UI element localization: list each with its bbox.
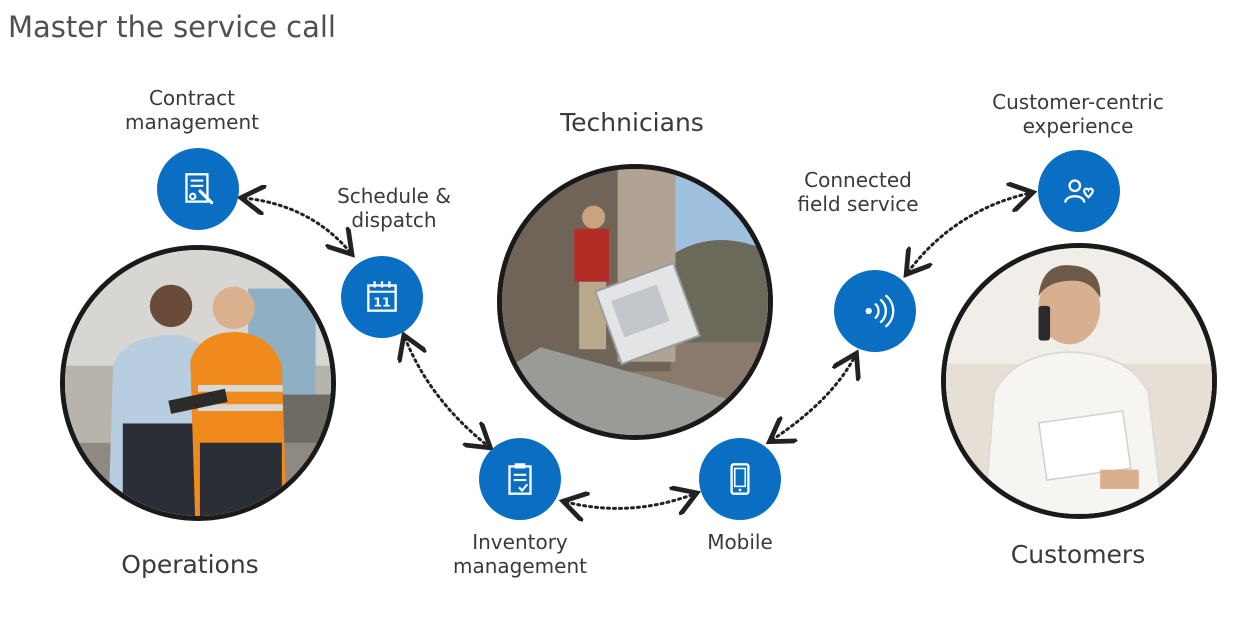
customer-centric-experience-node[interactable] xyxy=(1038,150,1120,232)
label-technicians: Technicians xyxy=(560,108,704,137)
link-contract-schedule xyxy=(244,198,350,252)
technicians-photo xyxy=(497,164,773,440)
schedule-dispatch-node[interactable]: 11 xyxy=(341,256,423,338)
customers-photo xyxy=(941,243,1217,519)
label-operations: Operations xyxy=(121,550,259,579)
operations-photo xyxy=(60,245,336,521)
person-heart-icon xyxy=(1064,179,1094,203)
clipboard-icon xyxy=(508,463,532,495)
link-mobile-connected xyxy=(772,356,855,440)
link-schedule-inventory xyxy=(405,338,488,446)
label-customers: Customers xyxy=(1010,540,1146,569)
inventory-management-node[interactable] xyxy=(479,438,561,520)
contract-document-icon xyxy=(185,173,214,205)
connected-field-service-node[interactable] xyxy=(834,270,916,352)
page-title: Master the service call xyxy=(8,10,336,44)
link-inventory-mobile xyxy=(566,494,694,508)
mobile-phone-icon xyxy=(730,463,750,495)
wireless-signal-icon xyxy=(865,294,895,328)
link-connected-customer xyxy=(908,193,1030,272)
contract-management-node[interactable] xyxy=(157,148,239,230)
operations-workers-image xyxy=(65,250,331,516)
calendar-day: 11 xyxy=(373,294,391,309)
calendar-icon: 11 xyxy=(367,281,397,312)
label-mobile: Mobile xyxy=(707,530,773,554)
customer-on-phone-image xyxy=(946,248,1212,514)
mobile-node[interactable] xyxy=(699,438,781,520)
technician-truck-image xyxy=(502,169,768,435)
label-schedule-dispatch: Schedule &dispatch xyxy=(337,184,451,232)
